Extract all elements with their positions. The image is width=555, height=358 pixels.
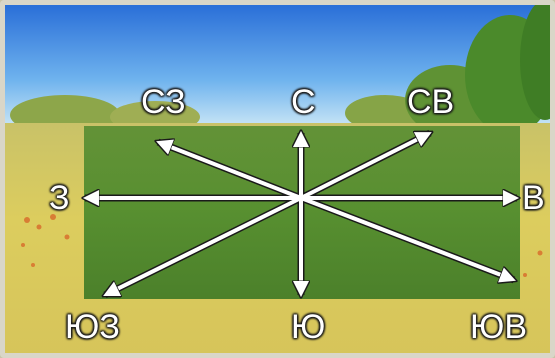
arrow-southwest [105, 196, 302, 295]
label-south: Ю [291, 308, 326, 346]
arrow-northeast [300, 133, 430, 200]
label-northeast: СВ [407, 83, 455, 121]
arrow-southeast [300, 196, 514, 280]
label-northwest: СЗ [141, 83, 186, 121]
compass-arrows [85, 133, 517, 295]
arrow-northwest [158, 142, 302, 200]
label-southeast: ЮВ [470, 308, 528, 346]
label-east: В [522, 179, 545, 217]
field-background [5, 5, 550, 353]
field-flowers [21, 214, 543, 277]
label-southwest: ЮЗ [65, 308, 120, 346]
label-west: З [49, 179, 70, 217]
label-north: С [291, 83, 316, 121]
